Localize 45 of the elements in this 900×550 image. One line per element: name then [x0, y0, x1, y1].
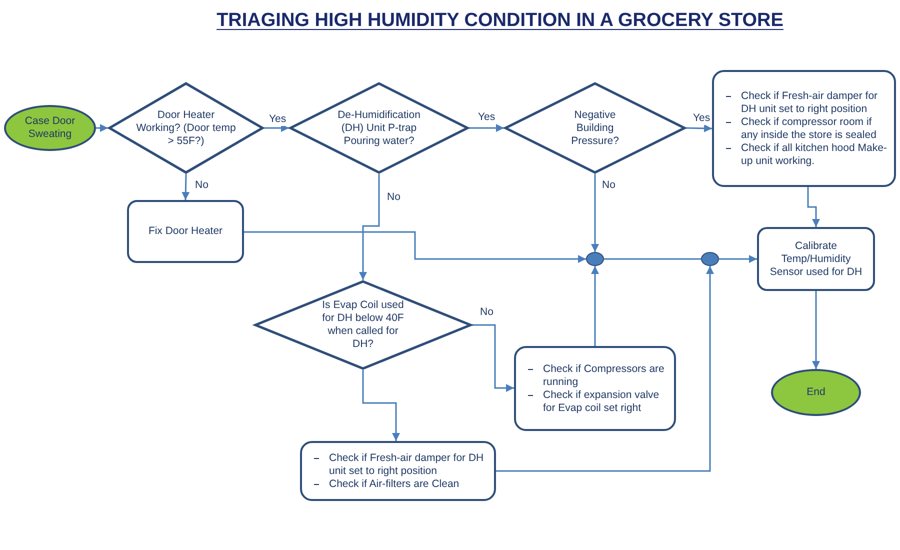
node-text: Fix Door Heater — [148, 225, 223, 238]
junction-dot — [586, 252, 604, 266]
decision-diamond — [254, 280, 472, 370]
arrow — [812, 291, 820, 369]
junction-dot — [701, 252, 719, 266]
node-text: End — [806, 386, 826, 399]
connector-line — [604, 258, 701, 260]
arrow — [469, 124, 504, 132]
checklist-item: Check if expansion valve for Evap coil set right — [543, 388, 660, 414]
node-text: Door Heater Working? (Door temp > 55F?) — [135, 108, 237, 148]
checklist-box — [712, 70, 896, 187]
node-text: Calibrate Temp/Humidity Sensor used for DH — [768, 240, 864, 278]
node-text: Case Door Sweating — [24, 115, 76, 141]
checklist-box — [514, 346, 676, 431]
arrow — [472, 324, 514, 392]
node-text: Negative Building Pressure? — [570, 108, 620, 148]
diagram-title: TRIAGING HIGH HUMIDITY CONDITION IN A GROCERY STORE — [216, 9, 784, 33]
arrow — [96, 124, 108, 132]
decision-diamond — [289, 82, 469, 174]
arrow — [359, 174, 380, 280]
checklist-item: Check if Fresh-air damper for DH unit set to right position — [329, 452, 485, 478]
checklist-item: Check if Air-filters are Clean — [329, 478, 460, 490]
edge-label: Yes — [692, 112, 712, 125]
arrow — [719, 255, 757, 263]
decision-diamond — [504, 82, 686, 174]
decision-diamond — [108, 82, 264, 174]
arrow — [244, 231, 586, 263]
arrow — [591, 174, 599, 252]
node-text: Is Evap Coil used for DH below 40F when called for DH? — [321, 299, 405, 351]
checklist-item: Check if Fresh-air damper for DH unit set to right position — [741, 90, 879, 116]
arrow — [686, 124, 712, 132]
arrow — [264, 124, 289, 132]
process-box — [757, 227, 875, 291]
edge-label: Yes — [268, 113, 288, 126]
arrow — [591, 266, 599, 346]
arrow — [362, 370, 400, 441]
arrow — [807, 187, 820, 227]
checklist-item: Check if Compressors are running — [543, 362, 666, 388]
arrow — [496, 266, 714, 472]
node-text: De-Humidification (DH) Unit P-trap Pouring water? — [336, 108, 422, 148]
checklist-item: Check if compressor room if any inside the store is sealed — [741, 116, 878, 142]
checklist-item: Check if all kitchen hood Make-up unit working. — [741, 142, 888, 168]
checklist-box — [300, 441, 496, 501]
arrow — [182, 174, 190, 200]
process-box — [127, 200, 244, 263]
